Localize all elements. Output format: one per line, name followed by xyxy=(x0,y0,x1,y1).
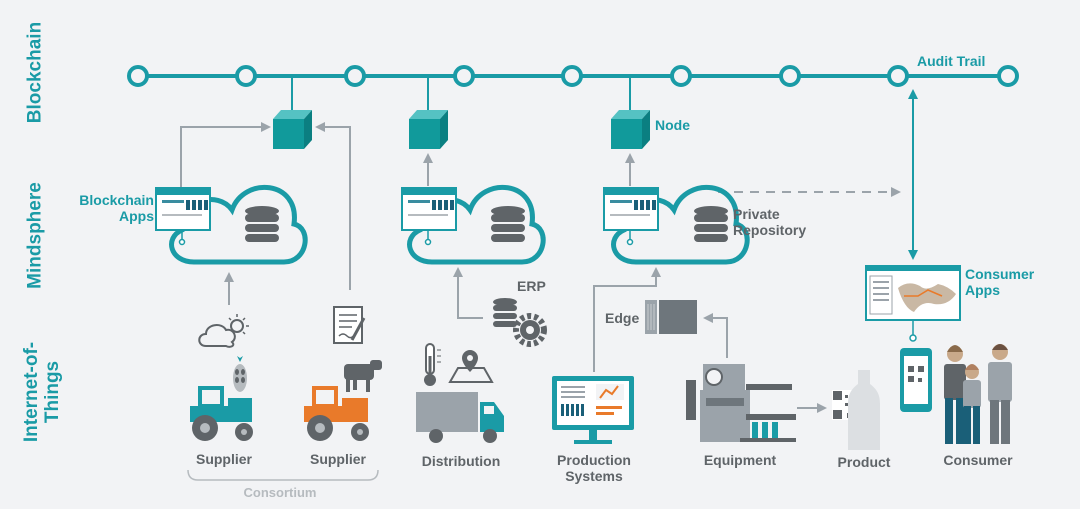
blockchain-apps-line1: Blockchain xyxy=(79,192,154,208)
node-cube-icon xyxy=(273,110,312,149)
layer-label-iot: Internet-of- Things xyxy=(21,327,65,457)
node-cube-icon xyxy=(409,110,448,149)
app-window-icon xyxy=(401,187,457,246)
chain-ring xyxy=(127,65,149,87)
tractor-icon xyxy=(190,386,253,441)
database-icon xyxy=(694,206,728,242)
consumer-label: Consumer xyxy=(943,452,1013,468)
private-repo-line1: Private xyxy=(733,206,780,222)
edge-label: Edge xyxy=(605,310,640,326)
node-label: Node xyxy=(655,117,690,133)
database-icon xyxy=(491,206,525,242)
blockchain-chain xyxy=(127,65,1019,110)
product-label: Product xyxy=(837,454,891,470)
chain-ring xyxy=(779,65,801,87)
bottle-icon xyxy=(848,370,880,450)
edge-device-icon xyxy=(645,300,697,334)
cloud-icon xyxy=(169,184,308,265)
truck-icon xyxy=(416,392,504,443)
chain-ring xyxy=(344,65,366,87)
production-systems-label: Production Systems xyxy=(557,452,631,484)
cow-icon xyxy=(344,360,382,392)
phone-icon xyxy=(900,348,932,412)
supplier-label: Supplier xyxy=(309,451,367,467)
cloud-icon xyxy=(611,184,750,265)
contract-icon xyxy=(333,306,366,344)
chain-ring xyxy=(235,65,257,87)
tractor-icon xyxy=(304,386,369,441)
chain-ring xyxy=(453,65,475,87)
chain-ring xyxy=(670,65,692,87)
people-icon xyxy=(944,344,1012,444)
production-line2: Systems xyxy=(565,468,623,484)
blockchain-apps-line2: Apps xyxy=(119,208,154,224)
thermometer-icon xyxy=(424,343,441,386)
cloud-icon xyxy=(407,184,546,265)
database-icon xyxy=(493,298,517,327)
layer-label-blockchain: Blockchain xyxy=(24,21,46,124)
app-window-icon xyxy=(603,187,659,246)
map-pin-icon xyxy=(448,350,494,383)
audit-trail-label: Audit Trail xyxy=(917,53,986,69)
consortium-label: Consortium xyxy=(243,485,317,500)
layer-label-iot-line1: Internet-of- xyxy=(21,341,42,443)
consumer-apps-label: Consumer Apps xyxy=(965,266,1034,298)
weather-icon xyxy=(198,314,249,348)
chain-ring xyxy=(561,65,583,87)
app-window-icon xyxy=(155,187,211,246)
erp-label: ERP xyxy=(517,278,546,294)
monitor-icon xyxy=(552,376,634,444)
machine-icon xyxy=(686,364,796,442)
blockchain-apps-label: Blockchain Apps xyxy=(60,192,154,224)
database-icon xyxy=(245,206,279,242)
private-repo-line2: Repository xyxy=(733,222,807,238)
chain-ring xyxy=(997,65,1019,87)
distribution-label: Distribution xyxy=(421,453,501,469)
consumer-apps-line2: Apps xyxy=(965,282,1000,298)
grain-icon xyxy=(233,356,247,392)
consumer-apps-line1: Consumer xyxy=(965,266,1035,282)
supplier-label: Supplier xyxy=(195,451,253,467)
production-line1: Production xyxy=(557,452,631,468)
gear-icon xyxy=(513,313,547,347)
node-cube-icon xyxy=(611,110,650,149)
private-repository-label: Private Repository xyxy=(733,206,806,238)
equipment-label: Equipment xyxy=(703,452,777,468)
world-map-icon xyxy=(865,265,961,342)
consortium-bracket xyxy=(187,469,379,481)
layer-label-iot-line2: Things xyxy=(42,360,63,424)
layer-label-mindsphere: Mindsphere xyxy=(24,182,46,289)
chain-ring xyxy=(887,65,909,87)
